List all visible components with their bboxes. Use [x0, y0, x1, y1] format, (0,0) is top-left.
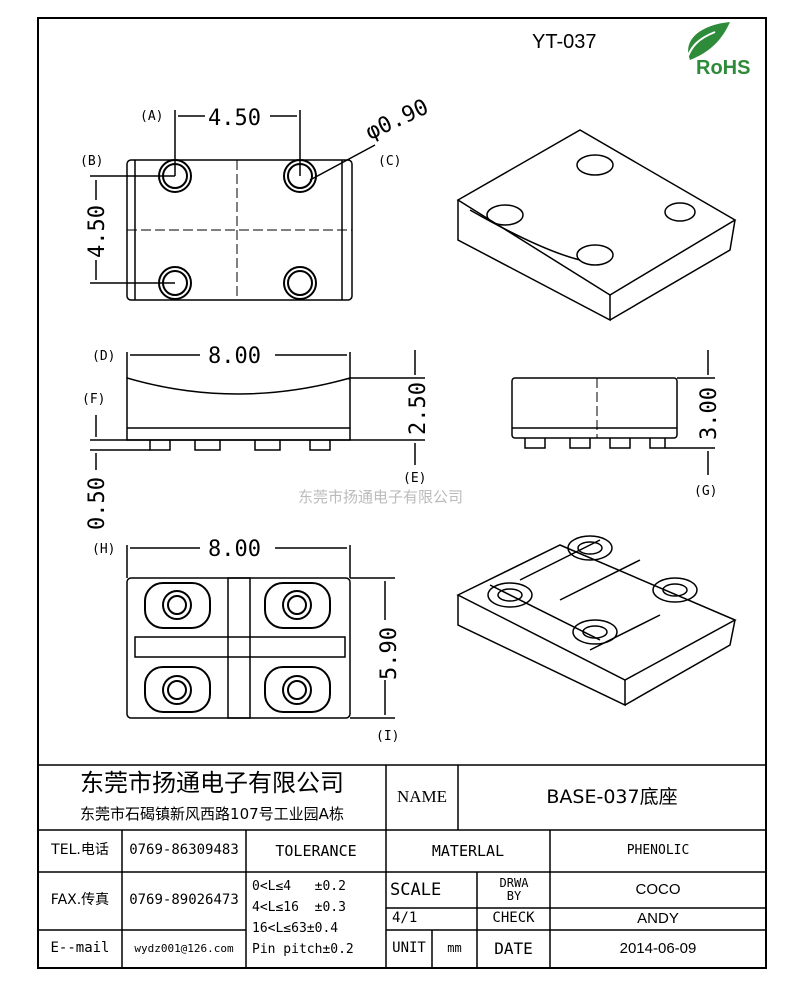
title-block-grid — [38, 764, 766, 968]
name-value: BASE-037底座 — [546, 786, 678, 809]
date-label: DATE — [494, 939, 533, 959]
dim-front-width: 8.00 — [208, 344, 261, 369]
dim-front-height: 2.50 — [406, 382, 431, 435]
dim-top-height: 4.50 — [85, 205, 110, 258]
material-value: PHENOLIC — [626, 842, 690, 858]
bottom-view — [126, 545, 395, 719]
material-label: MATERLAL — [431, 841, 505, 860]
side-view — [511, 350, 715, 475]
check-label: CHECK — [492, 910, 535, 927]
date-value: 2014-06-09 — [619, 939, 697, 957]
tel-label: TEL.电话 — [51, 842, 109, 859]
company-address: 东莞市石碣镇新风西路107号工业园A栋 — [80, 804, 344, 823]
dim-side-height: 3.00 — [697, 387, 722, 440]
fax-value: 0769-89026473 — [129, 892, 239, 909]
sheet-border — [37, 17, 767, 969]
unit-value: mm — [447, 941, 462, 956]
company-name: 东莞市扬通电子有限公司 — [80, 768, 344, 797]
front-view — [90, 350, 425, 470]
rohs-logo: RoHS — [684, 22, 750, 79]
tolerance-item: 0<L≤4 ±0.2 — [252, 879, 346, 894]
label-c: (C) — [378, 154, 401, 169]
fax-label: FAX.传真 — [50, 892, 110, 909]
label-d: (D) — [92, 349, 115, 364]
unit-label: UNIT — [392, 940, 426, 957]
dim-top-width: 4.50 — [208, 106, 261, 131]
tel-value: 0769-86309483 — [129, 842, 239, 859]
tolerance-item: Pin pitch±0.2 — [252, 942, 354, 957]
label-h: (H) — [92, 542, 115, 557]
drawn-value: COCO — [635, 880, 681, 898]
label-g: (G) — [694, 484, 717, 499]
label-i: (I) — [376, 729, 399, 744]
label-e: (E) — [403, 471, 426, 486]
tolerance-item: 4<L≤16 ±0.3 — [252, 900, 346, 915]
watermark: 东莞市扬通电子有限公司 — [298, 488, 463, 506]
scale-label: SCALE — [390, 879, 442, 900]
scale-value: 4/1 — [392, 910, 418, 927]
isometric-top-view — [456, 129, 737, 322]
name-label: NAME — [396, 787, 448, 807]
check-value: ANDY — [637, 909, 679, 927]
dim-pin-height: 0.50 — [85, 477, 110, 530]
label-a: (A) — [140, 109, 163, 124]
email-label: E--mail — [50, 940, 110, 957]
top-view — [90, 110, 376, 301]
isometric-bottom-view — [456, 535, 737, 707]
tolerance-label: TOLERANCE — [275, 841, 357, 860]
dim-hole-dia: φ0.90 — [362, 95, 433, 146]
drawn-label: DRWA BY — [499, 875, 529, 903]
dim-bottom-width: 8.00 — [208, 537, 261, 562]
part-number: YT-037 — [532, 31, 596, 53]
dim-bottom-height: 5.90 — [377, 627, 402, 680]
svg-text:RoHS: RoHS — [696, 57, 750, 79]
email-value: wydz001@126.com — [134, 941, 234, 955]
label-b: (B) — [80, 154, 103, 169]
tolerance-item: 16<L≤63±0.4 — [252, 921, 339, 936]
label-f: (F) — [82, 392, 105, 407]
